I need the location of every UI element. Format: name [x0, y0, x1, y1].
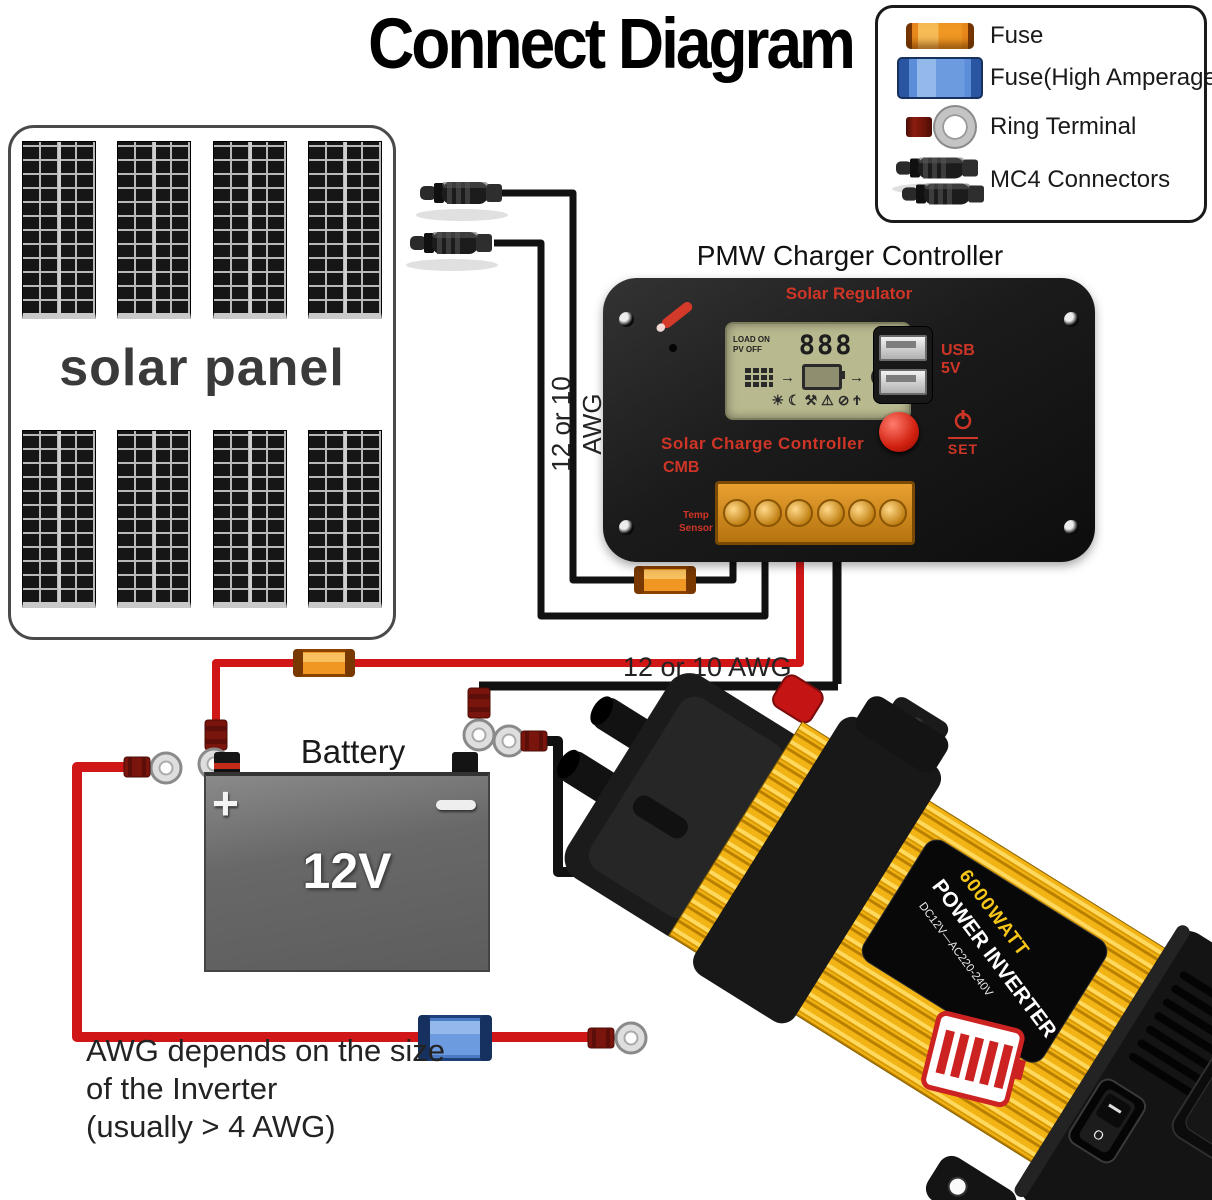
power-inverter: 6000WATT POWER INVERTER DC12V—AC220-240V [556, 673, 1212, 1200]
terminal-screw[interactable] [879, 499, 908, 527]
legend-label: Fuse(High Amperage) [990, 64, 1212, 92]
inverter-power-switch[interactable]: O [1066, 1076, 1149, 1166]
lcd-solar-panel-icon [745, 367, 773, 387]
ring-sleeve [467, 687, 491, 719]
solar-panel-module [22, 430, 96, 608]
mc4-connector-top [416, 182, 508, 221]
solar-panel-module [307, 141, 382, 319]
ring-sleeve [204, 719, 228, 751]
solar-panel-module [307, 430, 382, 608]
solar-panel-module [117, 430, 192, 608]
battery-negative-wire [479, 540, 842, 691]
indicator-clip-icon [659, 299, 695, 331]
usb-port-icon[interactable] [879, 369, 927, 395]
lcd-digits: 888 [798, 329, 854, 361]
lcd-flow-arrow: → [849, 368, 864, 386]
mounting-hole [1064, 520, 1079, 535]
mounting-hole [1064, 312, 1079, 327]
positive-fuse [293, 649, 355, 677]
solar-panel-label: solar panel [59, 339, 345, 397]
ring-sleeve [520, 730, 548, 752]
ring-terminal-battery-negative [462, 718, 496, 752]
lcd-status-icons: ☀☾⚒⚠⊘Ϯ [771, 392, 865, 408]
usb-port-icon[interactable] [879, 335, 927, 361]
mc4-connector-bottom [406, 232, 498, 271]
inverter-positive-wire [72, 762, 590, 1042]
pv-fuse [634, 566, 696, 594]
inverter-ac-socket[interactable] [1167, 1022, 1212, 1185]
temp-sensor-label: Temp Sensor [679, 510, 713, 534]
lcd-load-on-label: LOAD ON [733, 334, 770, 344]
charge-controller: Solar Regulator LOAD ON PV OFF 888 °CV K… [603, 278, 1095, 562]
legend-label: Ring Terminal [990, 112, 1137, 140]
ring-terminal-inverter-positive [614, 1021, 648, 1055]
ring-terminal [149, 751, 183, 785]
set-label: SET [947, 441, 979, 457]
ring-terminal-icon [890, 106, 990, 147]
terminal-screw[interactable] [785, 499, 814, 527]
inverter-vents [1129, 971, 1212, 1099]
terminal-screw[interactable] [722, 499, 751, 527]
battery: + 12V [204, 750, 490, 972]
fuse-high-amperage-icon [897, 57, 983, 100]
battery-negative-post [452, 752, 478, 774]
pv-wire-gauge-label: 12 or 10 AWG [546, 376, 607, 472]
power-icon [954, 410, 972, 430]
solar-panel-module [22, 141, 96, 319]
legend-label: MC4 Connectors [990, 166, 1171, 194]
mounting-hole [619, 520, 634, 535]
legend-item-fuse: Fuse [890, 22, 1192, 50]
solar-panel-module [212, 430, 287, 608]
ring-sleeve [587, 1027, 615, 1049]
battery-positive-post [214, 752, 240, 774]
terminal-screw[interactable] [847, 499, 876, 527]
ring-sleeve [123, 756, 151, 778]
battery-plus-symbol: + [212, 777, 239, 829]
terminal-screw[interactable] [753, 499, 782, 527]
indicator-led [669, 344, 677, 352]
battery-positive-wire [212, 540, 804, 726]
battery-minus-symbol [436, 800, 476, 810]
mounting-hole [619, 312, 634, 327]
page-title: Connect Diagram [368, 3, 856, 84]
solar-panel-module [212, 141, 287, 319]
usb-label: USB [941, 342, 975, 359]
terminal-screw[interactable] [816, 499, 845, 527]
lcd-pv-off-label: PV OFF [733, 345, 762, 354]
legend-box: Fuse Fuse(High Amperage) Ring Terminal M… [875, 5, 1212, 223]
battery-wire-gauge-label: 12 or 10 AWG [623, 652, 792, 682]
legend-item-mc4: MC4 Connectors [890, 154, 1192, 207]
terminal-block[interactable] [715, 481, 915, 545]
mc4-connectors-icon [892, 157, 990, 207]
inverter-mounting-ear [925, 1155, 1017, 1200]
usb-ports[interactable] [873, 326, 933, 404]
controller-title: PMW Charger Controller [696, 240, 1004, 271]
usb-voltage-label: 5V [941, 360, 961, 378]
set-button[interactable] [879, 412, 919, 452]
awg-note: AWG depends on the size of the Inverter … [86, 1033, 445, 1144]
legend-item-fuse-high-amperage: Fuse(High Amperage) [890, 57, 1212, 100]
ring-terminal [492, 724, 526, 758]
legend-label: Fuse [990, 21, 1044, 49]
inverter-battery-indicator [921, 1010, 1027, 1108]
controller-model-label: CMB [663, 459, 700, 476]
lcd-flow-arrow: → [780, 368, 795, 386]
fuse-icon [906, 22, 974, 49]
battery-voltage: 12V [302, 843, 392, 899]
set-control: SET [941, 410, 985, 457]
battery-label: Battery [300, 733, 406, 770]
controller-name-label: Solar Charge Controller [661, 434, 865, 453]
solar-panel-box: solar panel [8, 125, 396, 640]
solar-panel-module [117, 141, 192, 319]
lcd-battery-icon [802, 364, 845, 390]
controller-brand-label: Solar Regulator [785, 284, 913, 303]
legend-item-ring-terminal: Ring Terminal [890, 106, 1192, 147]
inverter-red-terminal [772, 674, 824, 724]
